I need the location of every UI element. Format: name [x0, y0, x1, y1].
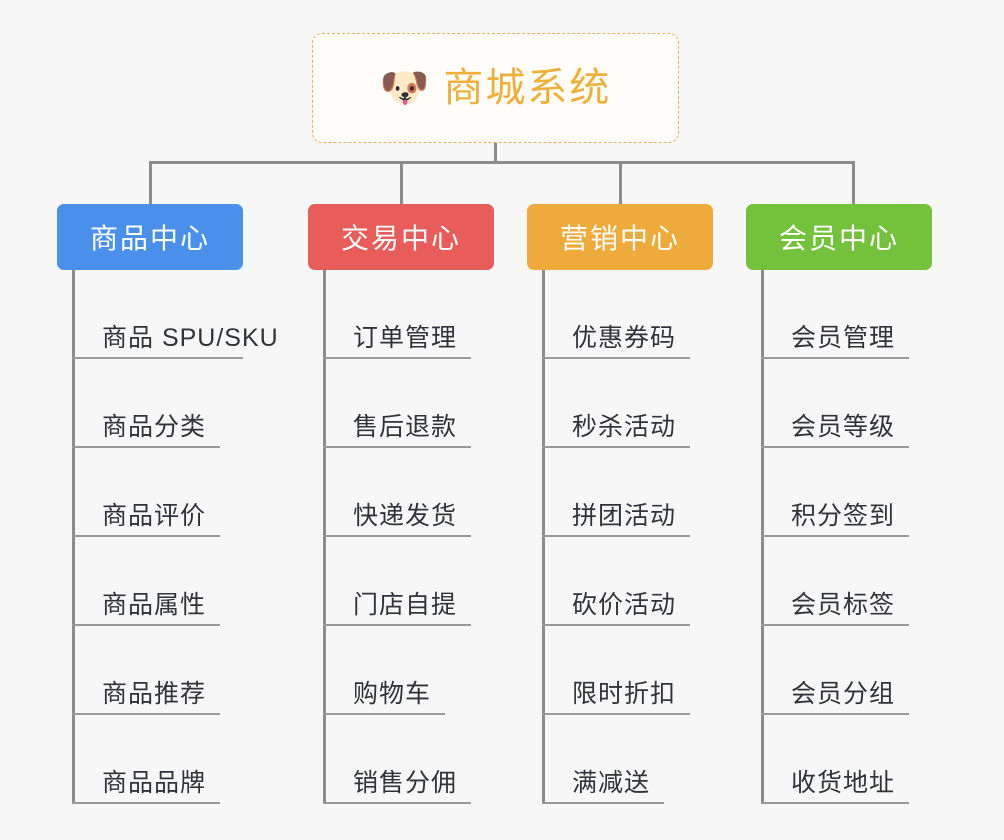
dog-face-icon: 🐶	[379, 66, 430, 110]
connector-drop-1	[149, 161, 152, 206]
leaf-list: 会员管理会员等级积分签到会员标签会员分组收货地址	[746, 270, 932, 804]
leaf-item[interactable]: 商品属性	[57, 537, 243, 626]
leaf-item[interactable]: 商品 SPU/SKU	[57, 270, 279, 359]
root-title: 商城系统	[443, 66, 612, 110]
leaf-item[interactable]: 商品分类	[57, 359, 243, 448]
leaf-label: 销售分佣	[353, 768, 458, 797]
leaf-label: 售后退款	[353, 412, 458, 441]
branch-header-label: 会员中心	[778, 223, 899, 254]
leaf-item[interactable]: 门店自提	[308, 537, 494, 626]
leaf-item[interactable]: 订单管理	[308, 270, 494, 359]
leaf-label: 满减送	[572, 768, 651, 797]
connector-horizontal-bus	[150, 161, 854, 164]
leaf-label: 收货地址	[791, 768, 896, 797]
leaf-list: 订单管理售后退款快递发货门店自提购物车销售分佣	[308, 270, 494, 804]
leaf-item[interactable]: 会员等级	[746, 359, 932, 448]
connector-drop-2	[400, 161, 403, 206]
leaf-underline: 商品 SPU/SKU	[72, 323, 279, 359]
branch-column: 会员中心会员管理会员等级积分签到会员标签会员分组收货地址	[746, 204, 932, 804]
leaf-item[interactable]: 满减送	[527, 715, 713, 804]
leaf-underline: 会员分组	[761, 679, 910, 715]
leaf-underline: 积分签到	[761, 501, 910, 537]
leaf-label: 会员等级	[791, 412, 896, 441]
connector-root-vertical	[494, 143, 497, 163]
leaf-label: 商品评价	[102, 501, 207, 530]
leaf-underline: 订单管理	[323, 323, 472, 359]
leaf-label: 积分签到	[791, 501, 896, 530]
leaf-item[interactable]: 销售分佣	[308, 715, 494, 804]
leaf-underline: 售后退款	[323, 412, 472, 448]
leaf-item[interactable]: 限时折扣	[527, 626, 713, 715]
branch-header[interactable]: 商品中心	[57, 204, 243, 270]
leaf-underline: 商品品牌	[72, 768, 221, 804]
leaf-label: 砍价活动	[572, 590, 677, 619]
leaf-underline: 拼团活动	[542, 501, 691, 537]
leaf-label: 秒杀活动	[572, 412, 677, 441]
leaf-underline: 满减送	[542, 768, 665, 804]
leaf-underline: 会员管理	[761, 323, 910, 359]
branch-header[interactable]: 会员中心	[746, 204, 932, 270]
leaf-underline: 门店自提	[323, 590, 472, 626]
leaf-item[interactable]: 商品评价	[57, 448, 243, 537]
leaf-underline: 会员等级	[761, 412, 910, 448]
branch-column: 营销中心优惠券码秒杀活动拼团活动砍价活动限时折扣满减送	[527, 204, 713, 804]
leaf-item[interactable]: 商品推荐	[57, 626, 243, 715]
branch-header[interactable]: 营销中心	[527, 204, 713, 270]
leaf-underline: 快递发货	[323, 501, 472, 537]
leaf-underline: 优惠券码	[542, 323, 691, 359]
branch-header-label: 交易中心	[340, 223, 461, 254]
leaf-label: 商品推荐	[102, 679, 207, 708]
branch-header[interactable]: 交易中心	[308, 204, 494, 270]
leaf-label: 商品品牌	[102, 768, 207, 797]
leaf-underline: 商品属性	[72, 590, 221, 626]
leaf-underline: 会员标签	[761, 590, 910, 626]
connector-drop-3	[619, 161, 622, 206]
leaf-item[interactable]: 积分签到	[746, 448, 932, 537]
leaf-label: 购物车	[353, 679, 432, 708]
leaf-list: 优惠券码秒杀活动拼团活动砍价活动限时折扣满减送	[527, 270, 713, 804]
leaf-underline: 商品分类	[72, 412, 221, 448]
leaf-underline: 购物车	[323, 679, 446, 715]
leaf-underline: 销售分佣	[323, 768, 472, 804]
leaf-item[interactable]: 收货地址	[746, 715, 932, 804]
leaf-item[interactable]: 购物车	[308, 626, 494, 715]
connector-drop-4	[852, 161, 855, 206]
leaf-label: 会员分组	[791, 679, 896, 708]
leaf-label: 会员标签	[791, 590, 896, 619]
leaf-label: 商品 SPU/SKU	[102, 323, 279, 352]
leaf-label: 商品分类	[102, 412, 207, 441]
leaf-underline: 收货地址	[761, 768, 910, 804]
leaf-label: 限时折扣	[572, 679, 677, 708]
branch-column: 交易中心订单管理售后退款快递发货门店自提购物车销售分佣	[308, 204, 494, 804]
leaf-label: 商品属性	[102, 590, 207, 619]
leaf-item[interactable]: 快递发货	[308, 448, 494, 537]
leaf-item[interactable]: 拼团活动	[527, 448, 713, 537]
root-node[interactable]: 🐶 商城系统	[312, 33, 679, 143]
leaf-item[interactable]: 优惠券码	[527, 270, 713, 359]
leaf-underline: 限时折扣	[542, 679, 691, 715]
branch-header-label: 营销中心	[559, 223, 680, 254]
leaf-label: 快递发货	[353, 501, 458, 530]
leaf-underline: 商品推荐	[72, 679, 221, 715]
leaf-label: 订单管理	[353, 323, 458, 352]
leaf-underline: 秒杀活动	[542, 412, 691, 448]
leaf-item[interactable]: 会员标签	[746, 537, 932, 626]
leaf-item[interactable]: 会员分组	[746, 626, 932, 715]
branch-header-label: 商品中心	[89, 223, 210, 254]
leaf-label: 拼团活动	[572, 501, 677, 530]
leaf-list: 商品 SPU/SKU 商品分类商品评价商品属性商品推荐商品品牌	[57, 270, 279, 804]
leaf-label: 会员管理	[791, 323, 896, 352]
leaf-label: 门店自提	[353, 590, 458, 619]
leaf-item[interactable]: 售后退款	[308, 359, 494, 448]
leaf-label: 优惠券码	[572, 323, 677, 352]
leaf-item[interactable]: 砍价活动	[527, 537, 713, 626]
leaf-item[interactable]: 秒杀活动	[527, 359, 713, 448]
leaf-underline: 商品评价	[72, 501, 221, 537]
branch-column: 商品中心商品 SPU/SKU 商品分类商品评价商品属性商品推荐商品品牌	[57, 204, 279, 804]
leaf-underline: 砍价活动	[542, 590, 691, 626]
leaf-item[interactable]: 会员管理	[746, 270, 932, 359]
leaf-item[interactable]: 商品品牌	[57, 715, 243, 804]
